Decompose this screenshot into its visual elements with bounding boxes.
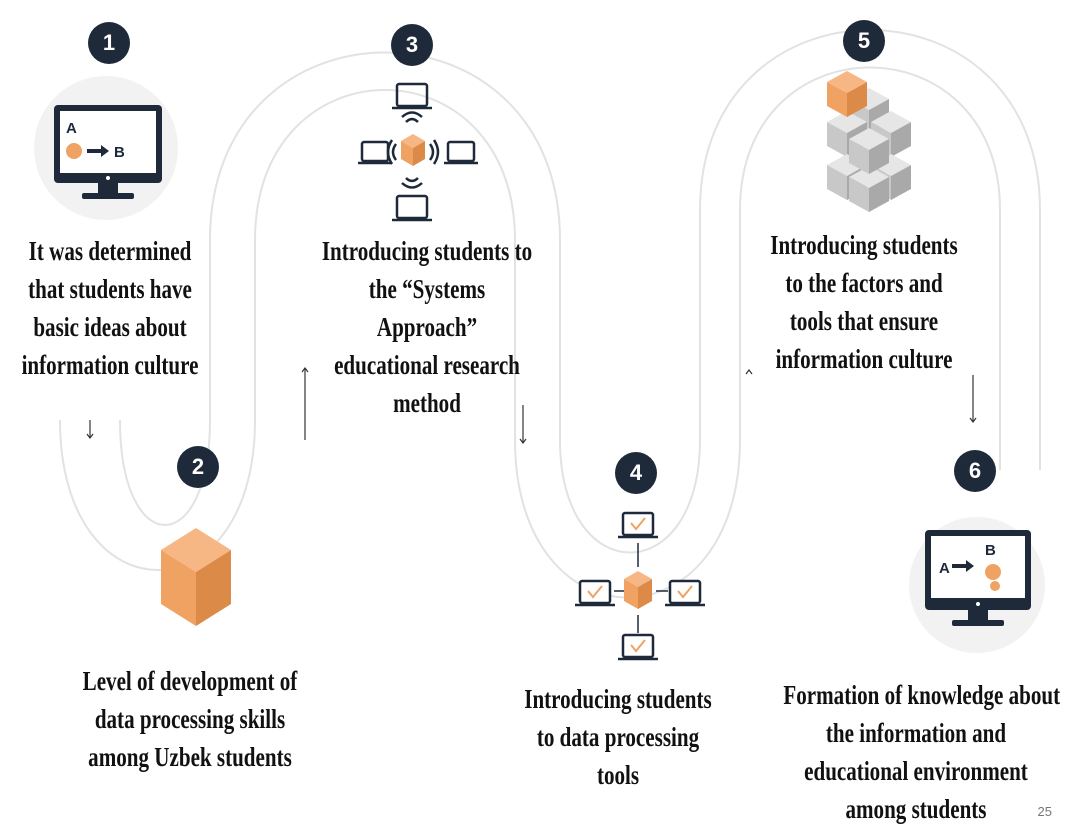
step-5-text: Introducing students to the factors and … (747, 226, 981, 378)
orange-cube-icon (161, 528, 231, 626)
step-6-number: 6 (954, 450, 996, 492)
step-text-line: educational research (334, 350, 520, 380)
step-text-line: Introducing students (770, 230, 958, 260)
step-1-number: 1 (88, 22, 130, 64)
svg-text:B: B (114, 144, 125, 161)
step-3-text: Introducing students to the “Systems App… (289, 232, 565, 422)
step-text-line: Approach” (376, 312, 478, 342)
step-2-number: 2 (177, 446, 219, 488)
step-3-number: 3 (391, 24, 433, 66)
network-laptops-icon (358, 82, 478, 222)
cube-cluster-icon (827, 71, 911, 212)
step-text-line: information culture (21, 350, 199, 380)
laptops-checklist-icon (575, 511, 705, 661)
arrow-up-icon (745, 369, 753, 375)
step-text-line: to data processing (536, 722, 700, 752)
svg-text:A: A (66, 120, 77, 137)
svg-text:B: B (985, 542, 996, 559)
arrow-down-icon (519, 405, 527, 444)
step-text-line: information culture (775, 344, 953, 374)
step-text-line: among Uzbek students (88, 742, 292, 772)
step-text-line: Introducing students to (321, 236, 533, 266)
step-text-line: the information and (825, 718, 1007, 748)
step-1-text: It was determined that students have bas… (0, 232, 227, 384)
step-text-line: data processing skills (94, 704, 286, 734)
step-text-line: among students (845, 794, 987, 824)
step-text-line: Level of development of (82, 666, 298, 696)
step-4-number: 4 (615, 452, 657, 494)
step-2-text: Level of development of data processing … (57, 662, 322, 776)
step-4-text: Introducing students to data processing … (499, 680, 736, 794)
step-text-line: to the factors and (785, 268, 943, 298)
step-text-line: Formation of knowledge about (783, 680, 1061, 710)
arrow-up-icon (301, 367, 309, 440)
step-text-line: tools (596, 760, 640, 790)
page-number: 25 (1037, 804, 1052, 819)
monitor-a-to-b-icon: A B (925, 530, 1031, 626)
arrow-down-icon (969, 375, 977, 423)
svg-text:A: A (939, 560, 950, 577)
step-6-text: Formation of knowledge about the informa… (783, 676, 1061, 828)
step-text-line: the “Systems (368, 274, 486, 304)
arrow-down-icon (86, 420, 94, 439)
step-text-line: Introducing students (524, 684, 712, 714)
step-text-line: educational environment (804, 756, 1028, 786)
step-text-line: that students have (28, 274, 192, 304)
step-5-number: 5 (843, 20, 885, 62)
monitor-a-to-b-icon: A B (54, 105, 162, 199)
direction-arrows (86, 367, 977, 444)
step-text-line: tools that ensure (789, 306, 939, 336)
step-text-line: method (393, 388, 461, 418)
step-text-line: basic ideas about (33, 312, 187, 342)
step-text-line: It was determined (28, 236, 192, 266)
